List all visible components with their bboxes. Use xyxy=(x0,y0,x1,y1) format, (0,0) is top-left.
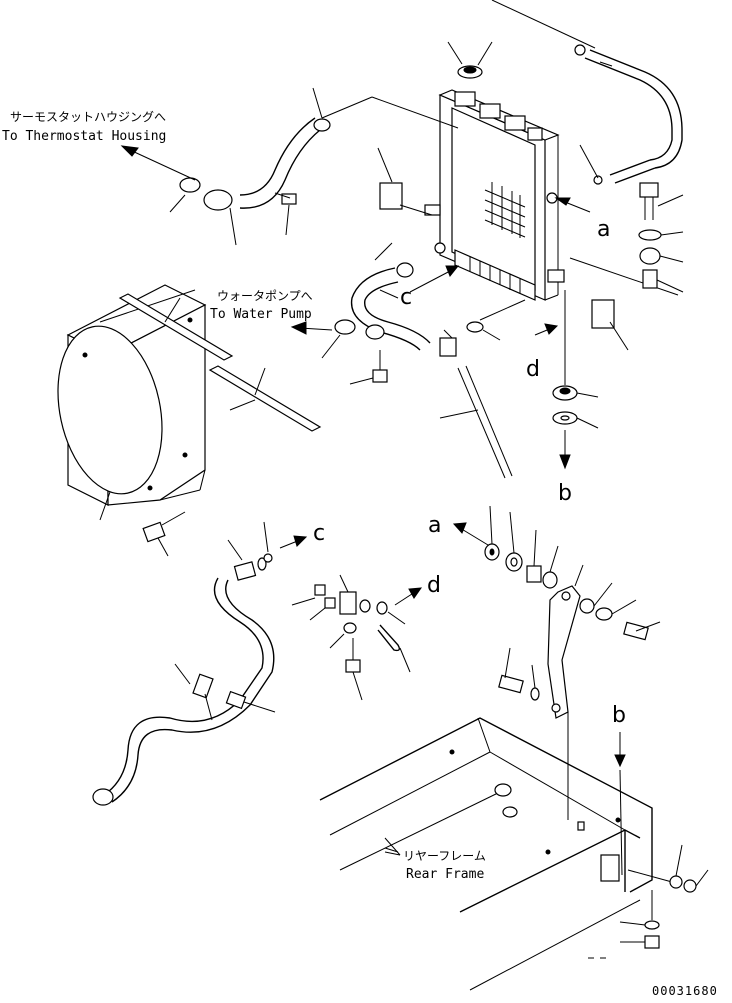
lower-hose xyxy=(321,242,431,385)
drain-rod xyxy=(439,329,513,479)
ref-c-radiator: c xyxy=(400,265,460,310)
radiator-bottom-tank xyxy=(454,249,536,301)
radiator xyxy=(424,89,565,301)
svg-text:b: b xyxy=(558,481,572,506)
document-number: 00031680 xyxy=(652,984,718,998)
svg-text:c: c xyxy=(313,521,325,546)
shroud-bolt xyxy=(142,511,186,557)
radiator-cap xyxy=(447,41,493,79)
thermostat-label-jp: サーモスタットハウジングへ xyxy=(10,110,166,124)
radiator-core-grid xyxy=(484,182,526,238)
rear-frame-label-en: Rear Frame xyxy=(406,867,484,882)
svg-text:a: a xyxy=(428,513,441,538)
svg-text:c: c xyxy=(400,285,412,310)
ref-a-radiator: a xyxy=(554,197,610,242)
rear-frame: リヤーフレーム Rear Frame xyxy=(319,717,653,991)
water-pump-label-jp: ウォータポンプへ xyxy=(217,289,313,303)
damper-pad-left xyxy=(379,182,403,210)
to-thermostat-callout: サーモスタットハウジングへ To Thermostat Housing xyxy=(2,110,196,181)
overflow-hose xyxy=(491,0,683,185)
mount-bolt-stack xyxy=(638,182,684,293)
svg-text:d: d xyxy=(427,573,441,598)
fan-shroud xyxy=(57,284,207,521)
seal-strips xyxy=(118,293,322,432)
bracket-hardware xyxy=(484,505,661,820)
thermostat-label-en: To Thermostat Housing xyxy=(2,129,166,144)
svg-text:a: a xyxy=(597,217,610,242)
water-pump-label-en: To Water Pump xyxy=(210,307,312,322)
svg-text:b: b xyxy=(612,703,626,728)
svg-text:d: d xyxy=(526,357,540,382)
ref-d-radiator: d xyxy=(466,299,559,382)
ref-c-pipe: c xyxy=(279,521,325,549)
ref-d-pipe: d xyxy=(394,573,441,606)
to-water-pump-callout: ウォータポンプへ To Water Pump xyxy=(210,289,333,335)
damper-pad-right xyxy=(591,299,615,329)
ref-a-bracket: a xyxy=(428,513,489,546)
rear-frame-label-jp: リヤーフレーム xyxy=(403,849,486,863)
coolant-pipe xyxy=(92,521,276,806)
hose-fittings xyxy=(291,574,411,701)
upper-hose xyxy=(169,87,459,246)
frame-hardware xyxy=(588,844,709,959)
lower-mount-stack: b xyxy=(552,290,599,506)
ref-b-frame: b xyxy=(612,703,626,876)
